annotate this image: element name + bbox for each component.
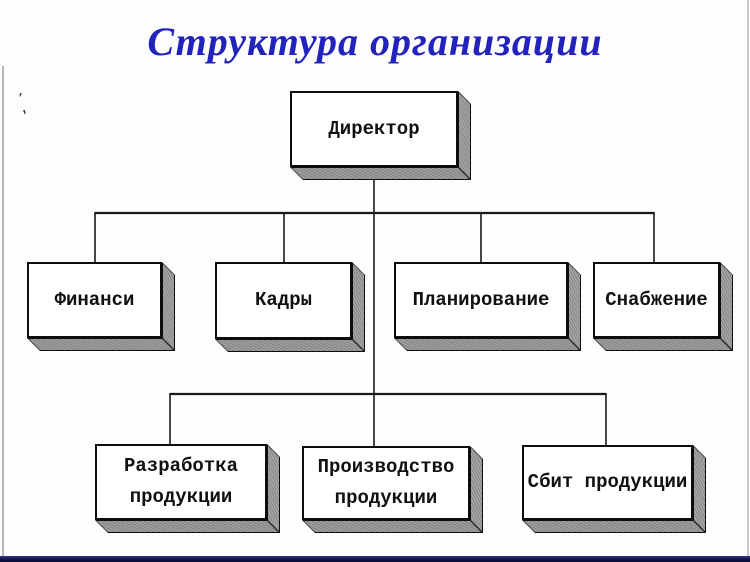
box-3d-right-face — [470, 446, 483, 533]
box-3d-bottom-face — [95, 520, 280, 533]
org-node-label: Снабжение — [605, 285, 708, 316]
box-3d-bottom-face — [593, 338, 733, 351]
label-line: Финанси — [54, 288, 135, 311]
label-line: Директор — [328, 117, 420, 140]
label-line: Разработка — [123, 455, 239, 477]
label-line: Производство — [317, 456, 455, 478]
org-node-supply: Снабжение — [593, 262, 733, 351]
org-node-product-development: Разработка продукции — [95, 444, 280, 533]
box-3d-right-face — [162, 262, 175, 351]
label-line: Кадры — [254, 289, 312, 311]
box-3d-bottom-face — [394, 338, 581, 351]
box-3d-right-face — [720, 262, 733, 351]
label-line: Планирование — [412, 288, 550, 311]
org-node-director: Директор — [290, 91, 471, 180]
label-line: Снабжение — [605, 288, 708, 311]
slide-title: Структура организации — [147, 19, 603, 64]
label-line: Сбит продукции — [527, 471, 688, 493]
box-3d-bottom-face — [215, 339, 365, 352]
label-line: продукции — [334, 487, 438, 509]
org-node-sales: Сбит продукции — [522, 445, 706, 533]
box-3d-right-face — [693, 445, 706, 533]
box-3d-right-face — [458, 91, 471, 180]
org-node-label: Финанси — [55, 285, 135, 316]
box-3d-right-face — [352, 262, 365, 352]
org-node-label: Сбит продукции — [528, 467, 688, 498]
org-node-label: Производство продукции — [318, 452, 455, 514]
org-node-label: Директор — [328, 114, 419, 145]
label-line: продукции — [129, 486, 233, 508]
box-3d-right-face — [568, 262, 581, 351]
box-3d-bottom-face — [290, 167, 471, 180]
slide-right-border-line — [747, 0, 749, 562]
org-node-label: Разработка продукции — [124, 451, 238, 513]
org-node-production: Производство продукции — [302, 446, 483, 533]
box-3d-bottom-face — [302, 520, 483, 533]
org-node-label: Планирование — [413, 285, 550, 316]
box-3d-bottom-face — [27, 338, 175, 351]
box-3d-bottom-face — [522, 520, 706, 533]
footer-bar — [0, 556, 750, 562]
artifact-mark: ’ — [18, 90, 23, 108]
slide-left-border-line — [2, 66, 4, 562]
box-3d-right-face — [267, 444, 280, 533]
org-node-finance: Финанси — [27, 262, 175, 351]
org-node-label: Кадры — [255, 285, 312, 316]
org-node-personnel: Кадры — [215, 262, 365, 352]
org-node-planning: Планирование — [394, 262, 581, 351]
